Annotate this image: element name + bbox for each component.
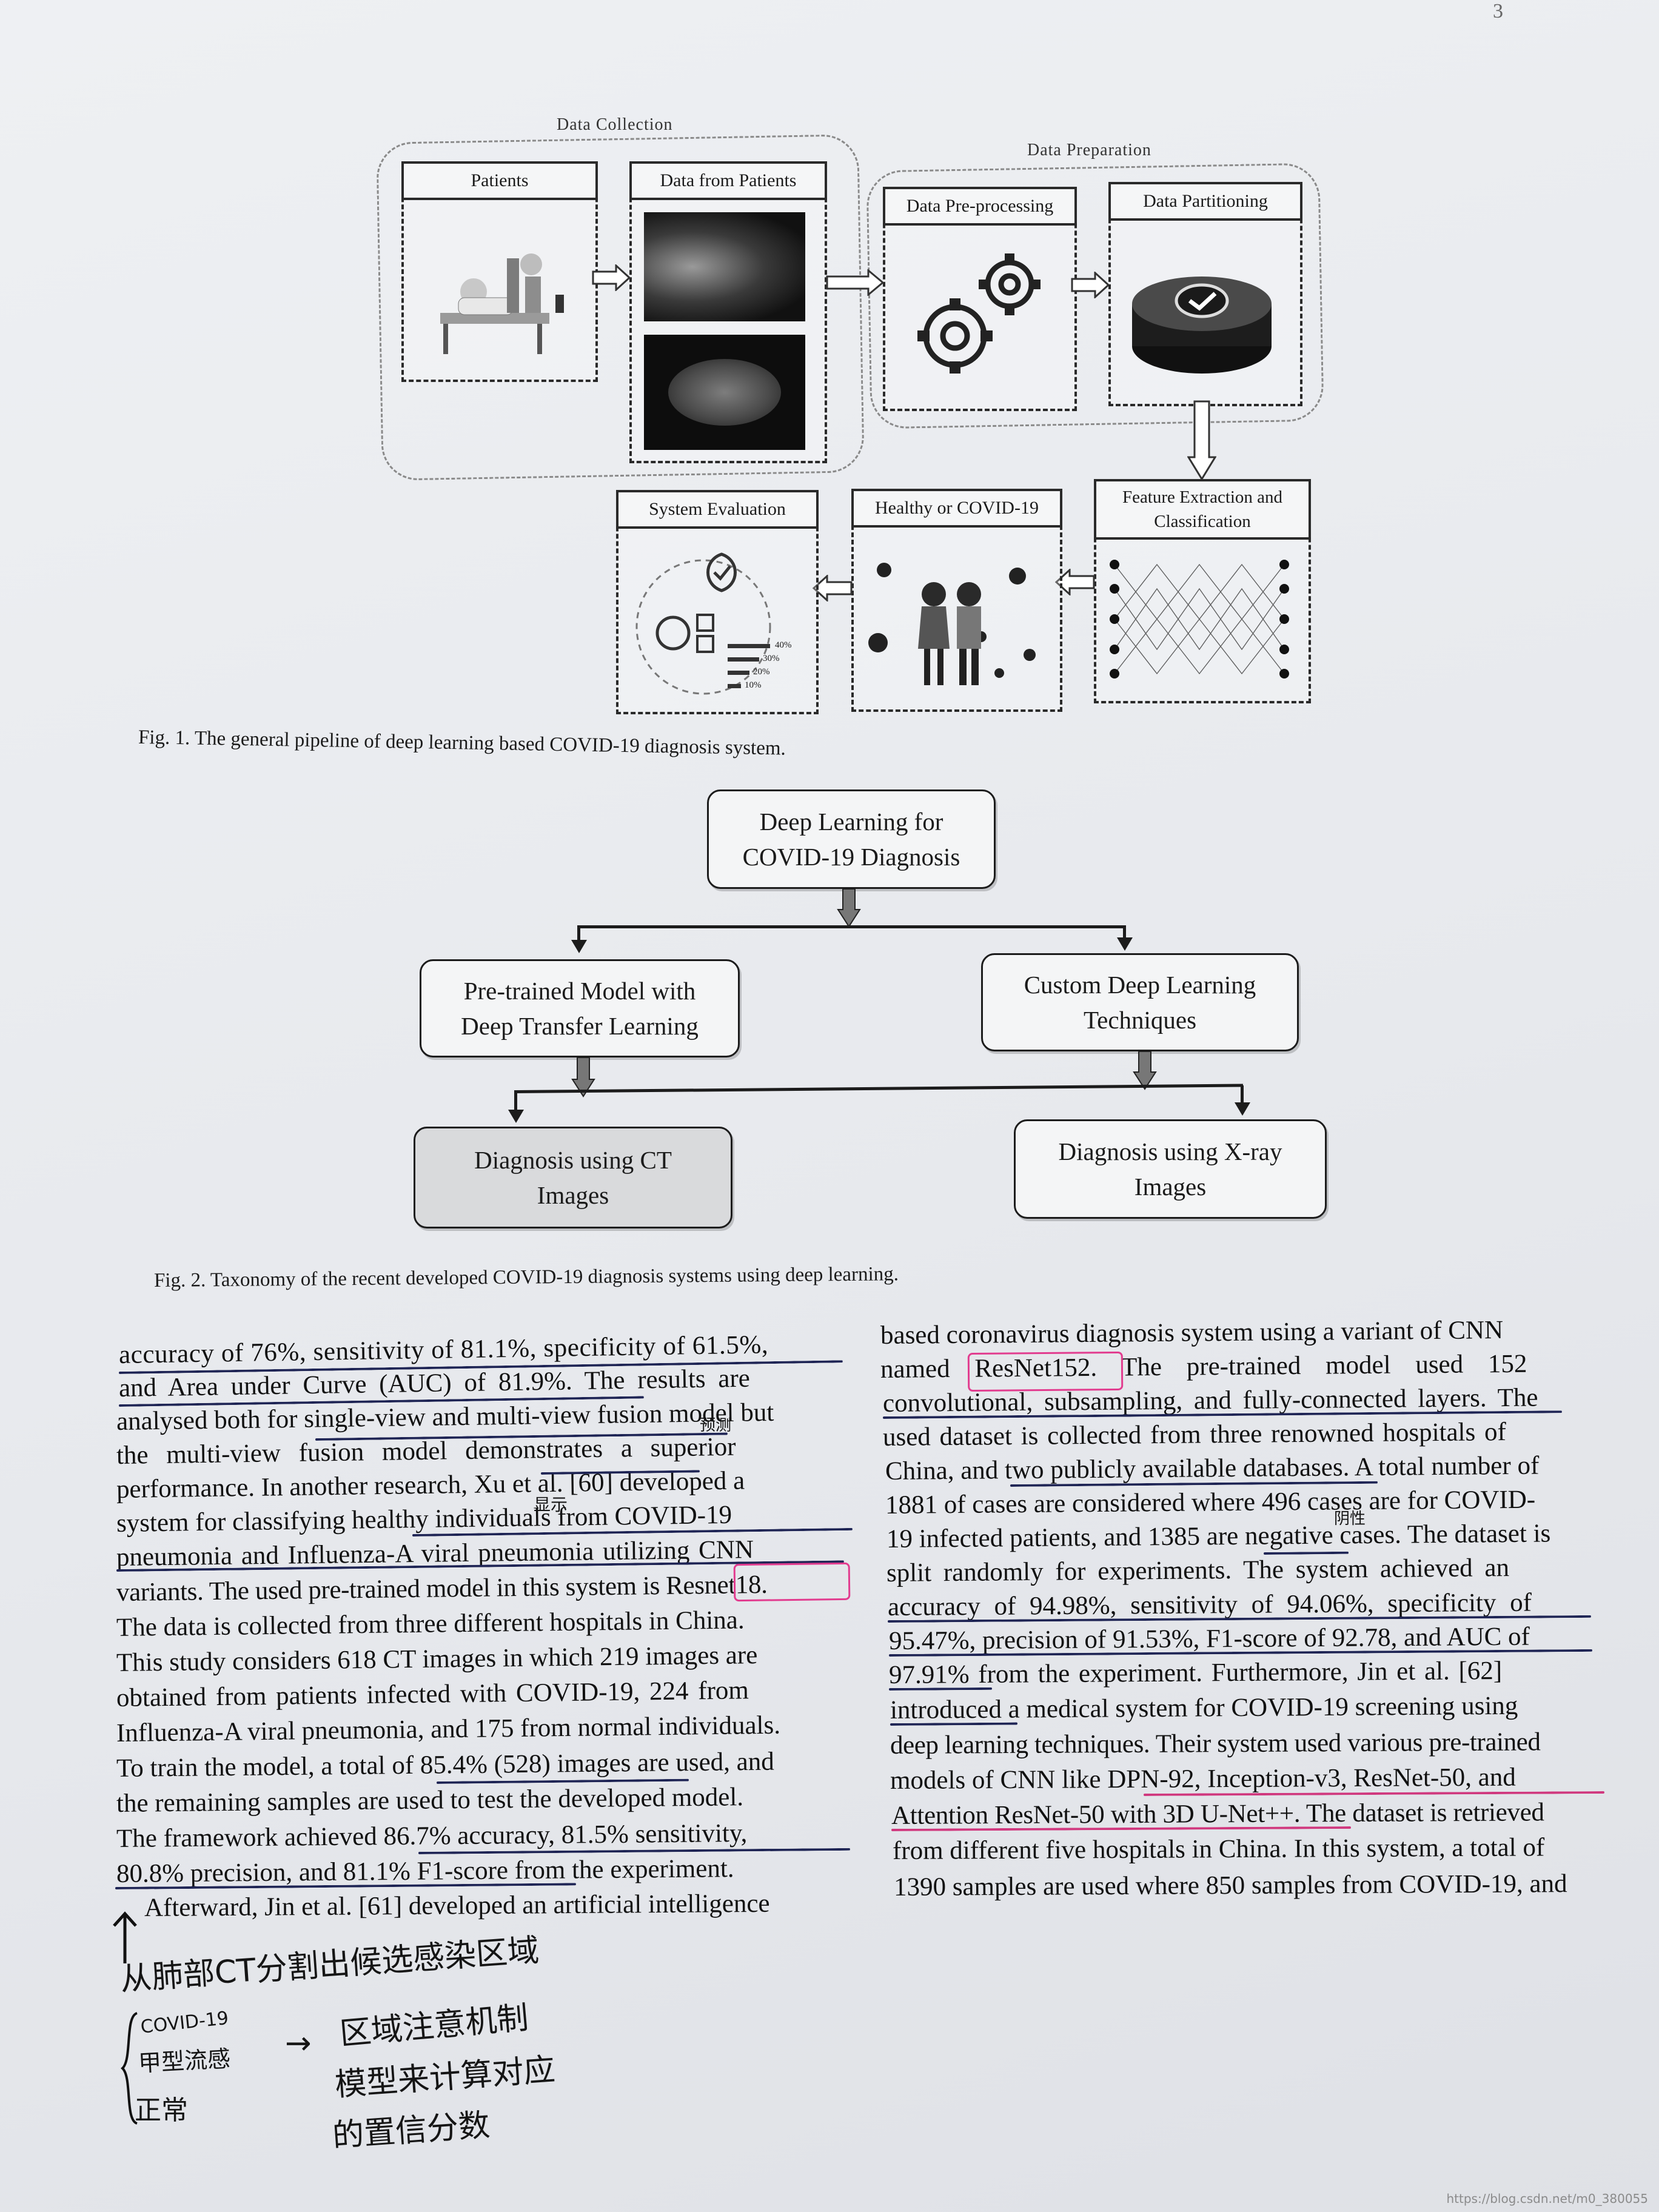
text-line: 97.91% from the experiment. Furthermore,… [888, 1656, 1503, 1689]
text-line: the remaining samples are used to test t… [116, 1783, 744, 1818]
figure-1-caption: Fig. 1. The general pipeline of deep lea… [138, 726, 786, 760]
figure-2-caption: Fig. 2. Taxonomy of the recent developed… [153, 1263, 899, 1292]
taxonomy-custom: Custom Deep Learning Techniques [981, 953, 1299, 1051]
handwritten-note-line: 从肺部CT分割出候选感染区域 [119, 1932, 540, 1998]
stage-title: Data from Patients [629, 161, 827, 200]
pen-underline [890, 1722, 1018, 1726]
pie-partition-icon [1123, 240, 1288, 392]
pen-underline [888, 1687, 993, 1691]
text-line: Afterward, Jin et al. [61] developed an … [144, 1889, 770, 1922]
connector-line [514, 1090, 517, 1112]
text-line: Attention ResNet-50 with 3D U-Net++. The… [891, 1798, 1544, 1830]
stage-patients: Patients [401, 161, 598, 382]
stage-title: Data Partitioning [1108, 182, 1302, 221]
text-line: To train the model, a total of 85.4% (52… [116, 1747, 774, 1783]
stage-healthy-or-covid: Healthy or COVID-19 [851, 489, 1062, 712]
handwritten-note-line: 甲型流感 [138, 2045, 232, 2077]
eval-bar-label: 20% [753, 667, 770, 677]
text-line: introduced a medical system for COVID-19… [890, 1691, 1518, 1724]
text-line: The data is collected from three differe… [116, 1606, 745, 1642]
handwritten-margin-note: 预测 [700, 1416, 732, 1435]
text-line: The framework achieved 86.7% accuracy, 8… [116, 1818, 748, 1853]
stage-title: Healthy or COVID-19 [851, 489, 1062, 528]
people-virus-icon [866, 546, 1048, 697]
text-line: Influenza-A viral pneumonia, and 175 fro… [116, 1711, 781, 1748]
text-line: and Area under Curve (AUC) of 81.9%. The… [118, 1364, 751, 1403]
text-line: China, and two publicly available databa… [885, 1451, 1540, 1486]
arrow-left-icon [813, 575, 853, 602]
handwritten-arrow: → [285, 2025, 312, 2062]
text-line: 1881 of cases are considered where 496 c… [885, 1485, 1536, 1520]
text-line: 1390 samples are used where 850 samples … [893, 1869, 1567, 1902]
arrowhead-icon [571, 940, 587, 953]
watermark: https://blog.csdn.net/m0_380055 [1446, 2191, 1649, 2206]
taxonomy-root: Deep Learning for COVID-19 Diagnosis [707, 789, 996, 889]
taxonomy-xray-diagnosis: Diagnosis using X-ray Images [1014, 1119, 1327, 1219]
text-line: based coronavirus diagnosis system using… [880, 1316, 1504, 1350]
arrowhead-icon [1117, 937, 1133, 951]
text-line: variants. The used pre-trained model in … [116, 1570, 768, 1607]
stage-title: Patients [401, 161, 598, 200]
neural-network-icon [1108, 552, 1296, 689]
arrowhead-icon [508, 1110, 524, 1123]
text-line: obtained from patients infected with COV… [116, 1676, 749, 1712]
stage-data-from-patients: Data from Patients [629, 161, 827, 463]
arrow-right-icon [592, 264, 631, 291]
resnet152-highlight [967, 1351, 1124, 1392]
arrow-down-icon [1187, 400, 1216, 480]
handwritten-note-line: 模型来计算对应 [333, 2051, 557, 2103]
handwritten-note-line: 的置信分数 [331, 2106, 491, 2154]
stage-title: Feature Extraction and Classification [1094, 479, 1311, 540]
stage-system-evaluation: System Evaluation 40% 30% 20% 10% [616, 490, 819, 714]
eval-bar-label: 40% [775, 640, 792, 650]
text-line: split randomly for experiments. The syst… [886, 1553, 1510, 1587]
stage-data-partitioning: Data Partitioning [1108, 182, 1302, 406]
arrow-down-icon [837, 889, 861, 928]
handwritten-note-line: 正常 [135, 2095, 188, 2126]
connector-line [1123, 925, 1126, 940]
handwritten-margin-note: 显示 [534, 1495, 568, 1515]
taxonomy-pretrained: Pre-trained Model with Deep Transfer Lea… [420, 959, 740, 1057]
taxonomy-ct-diagnosis: Diagnosis using CT Images [414, 1127, 732, 1228]
handwritten-note-line: 区域注意机制 [338, 1999, 530, 2053]
text-line: This study considers 618 CT images in wh… [116, 1641, 758, 1677]
page-number: 3 [1493, 0, 1503, 22]
brace-icon [121, 2012, 138, 2125]
eval-bar-label: 10% [745, 680, 762, 690]
stage-data-preprocessing: Data Pre-processing [883, 187, 1077, 411]
chest-ct-image [644, 335, 805, 450]
text-line: from different five hospitals in China. … [892, 1833, 1545, 1865]
handwritten-margin-note: 阴性 [1334, 1510, 1366, 1528]
arrow-down-icon [1133, 1051, 1157, 1090]
arrow-down-icon [571, 1057, 595, 1098]
group-title-data-preparation: Data Preparation [1027, 141, 1151, 159]
text-line: deep learning techniques. Their system u… [890, 1728, 1541, 1760]
connector-line [578, 925, 1125, 928]
chest-xray-image [644, 212, 805, 321]
arrow-left-icon [1055, 569, 1095, 595]
connector-line [577, 925, 580, 942]
group-title-data-collection: Data Collection [557, 115, 673, 134]
handwritten-note-line: COVID-19 [139, 2007, 230, 2038]
connector-line [1241, 1085, 1244, 1104]
resnet18-highlight [733, 1562, 851, 1602]
text-line: used dataset is collected from three ren… [882, 1418, 1507, 1452]
stage-title: System Evaluation [616, 490, 819, 529]
hand-arrow-icon [113, 1911, 137, 1963]
gears-icon [897, 245, 1062, 397]
text-line: 80.8% precision, and 81.1% F1-score from… [116, 1854, 734, 1888]
stage-title: Data Pre-processing [883, 187, 1077, 226]
text-line: 19 infected patients, and 1385 are negat… [886, 1519, 1551, 1553]
arrowhead-icon [1235, 1102, 1250, 1116]
text-line: models of CNN like DPN-92, Inception-v3,… [890, 1763, 1516, 1795]
arrow-right-icon [826, 269, 884, 296]
evaluation-icon: 40% 30% 20% 10% [631, 542, 804, 700]
stage-feature-extraction: Feature Extraction and Classification [1094, 479, 1311, 703]
eval-bar-label: 30% [763, 654, 780, 663]
arrow-right-icon [1071, 272, 1110, 298]
patient-bed-icon [416, 222, 583, 367]
